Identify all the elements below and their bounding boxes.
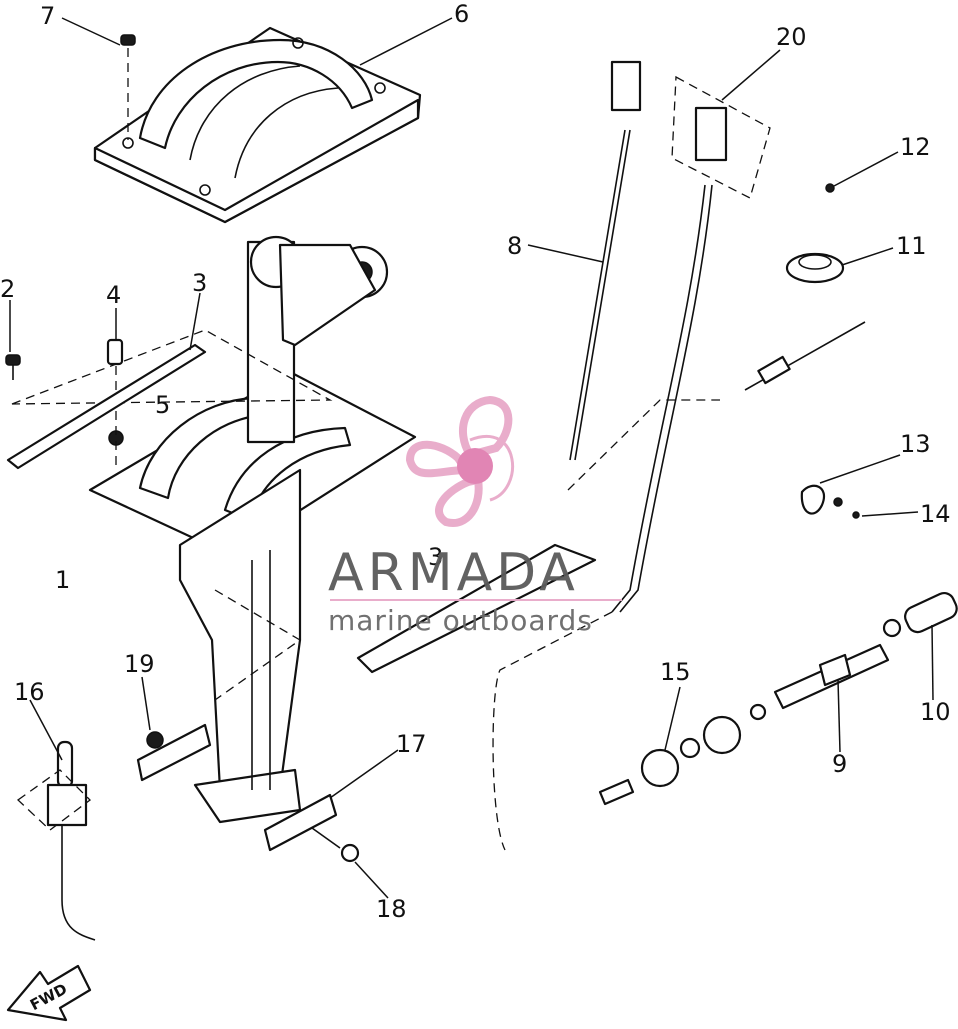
- shaft-assembly-part: [598, 591, 958, 806]
- callout-14: 14: [920, 500, 951, 528]
- callout-16: 16: [14, 678, 45, 706]
- armada-watermark: ARMADA marine outboards: [328, 395, 622, 637]
- clip-part: [800, 484, 860, 519]
- bolt-18-part: [311, 827, 360, 863]
- callout-10: 10: [920, 698, 951, 726]
- callout-18: 18: [376, 895, 407, 923]
- propeller-logo-icon: [405, 395, 514, 527]
- callout-2: 2: [0, 275, 15, 303]
- grommet-part: [785, 183, 845, 284]
- callout-6: 6: [454, 0, 469, 28]
- bracket-outline: [11, 329, 333, 405]
- leader-lines: [9, 17, 934, 899]
- callout-3-bottom: 3: [428, 543, 443, 571]
- callout-13: 13: [900, 430, 931, 458]
- callout-9: 9: [832, 750, 847, 778]
- callout-1: 1: [55, 566, 70, 594]
- nut-19-part: [146, 731, 164, 749]
- callout-12: 12: [900, 133, 931, 161]
- callout-labels: 7 6 20 12 8 11 2 4 3 5 13 14 3 1 15 19 1…: [0, 0, 951, 923]
- left-fasteners-part: [5, 338, 207, 470]
- slide-plate-part: [356, 543, 597, 674]
- callout-8: 8: [507, 232, 522, 260]
- watermark-title: ARMADA: [328, 543, 579, 603]
- callout-3-top: 3: [192, 269, 207, 297]
- side-plate-part: [136, 723, 212, 782]
- callout-19: 19: [124, 650, 155, 678]
- throttle-cable-part: [744, 321, 866, 391]
- callout-20: 20: [776, 23, 807, 51]
- shift-cable-part: [567, 60, 720, 491]
- cable-end-20-part: [492, 75, 771, 851]
- callout-17: 17: [396, 730, 427, 758]
- callout-5: 5: [155, 391, 170, 419]
- callout-15: 15: [660, 658, 691, 686]
- cover-screw-part: [120, 34, 136, 140]
- callout-11: 11: [896, 232, 927, 260]
- control-box-part: [88, 235, 417, 824]
- forward-direction-arrow: FWD: [6, 964, 92, 1022]
- watermark-subtitle: marine outboards: [328, 604, 593, 637]
- callout-4: 4: [106, 281, 121, 309]
- callout-7: 7: [40, 2, 55, 30]
- top-cover-part: [93, 26, 422, 224]
- side-plate-17-part: [263, 793, 338, 852]
- neutral-switch-part: [16, 740, 96, 941]
